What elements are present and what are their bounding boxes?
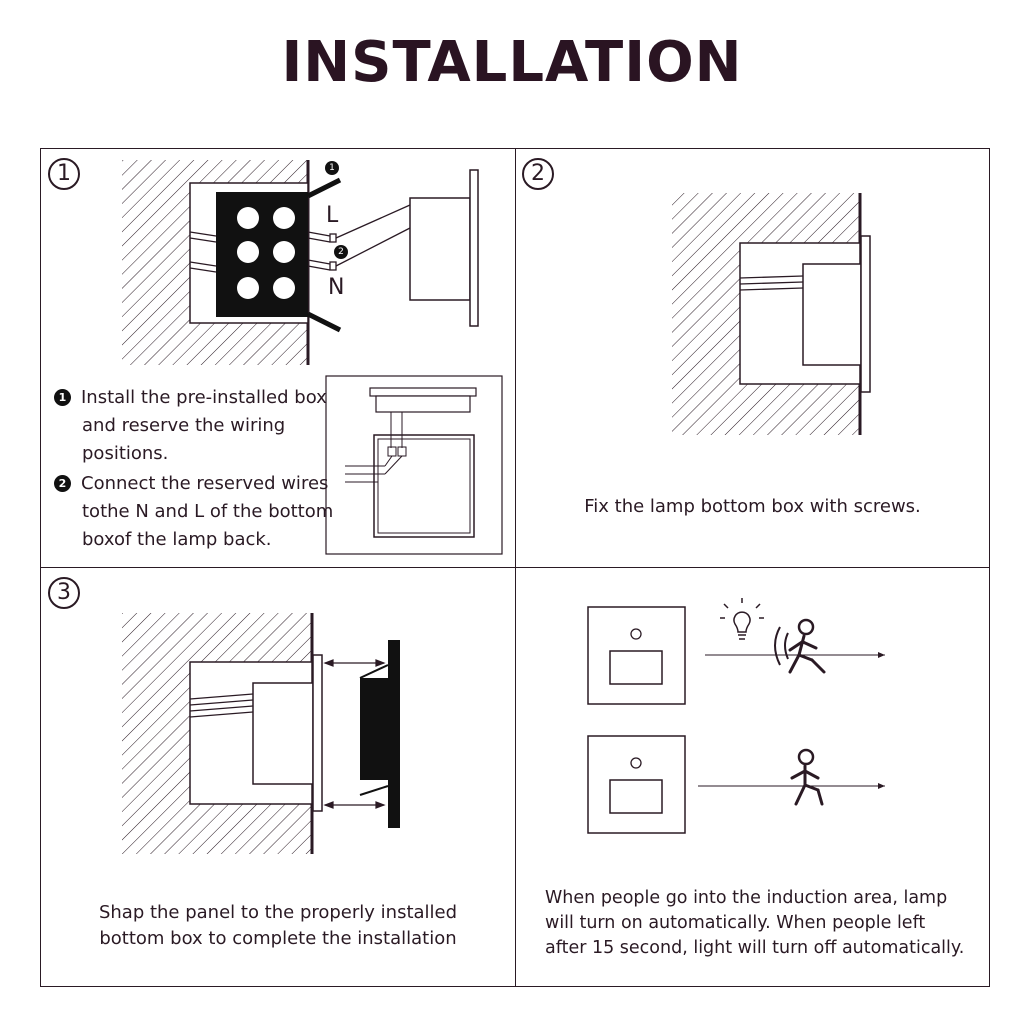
bullet-marker-2: 2 bbox=[54, 475, 71, 492]
marker-2-label: 2 bbox=[338, 247, 344, 257]
page-title: INSTALLATION bbox=[281, 30, 743, 95]
step-3-number: 3 bbox=[48, 577, 80, 609]
label-L: L bbox=[326, 203, 339, 228]
step-1-number: 1 bbox=[48, 158, 80, 190]
marker-1-label: 1 bbox=[329, 163, 335, 173]
label-N: N bbox=[328, 275, 345, 300]
bullet-marker-1: 1 bbox=[54, 389, 71, 406]
sensor-caption: When people go into the induction area, … bbox=[545, 888, 965, 958]
step-4-panel bbox=[515, 567, 990, 987]
step-3-caption: Shap the panel to the properly installed… bbox=[98, 902, 458, 949]
step-2-caption: Fix the lamp bottom box with screws. bbox=[584, 496, 921, 517]
step-2-number: 2 bbox=[522, 158, 554, 190]
